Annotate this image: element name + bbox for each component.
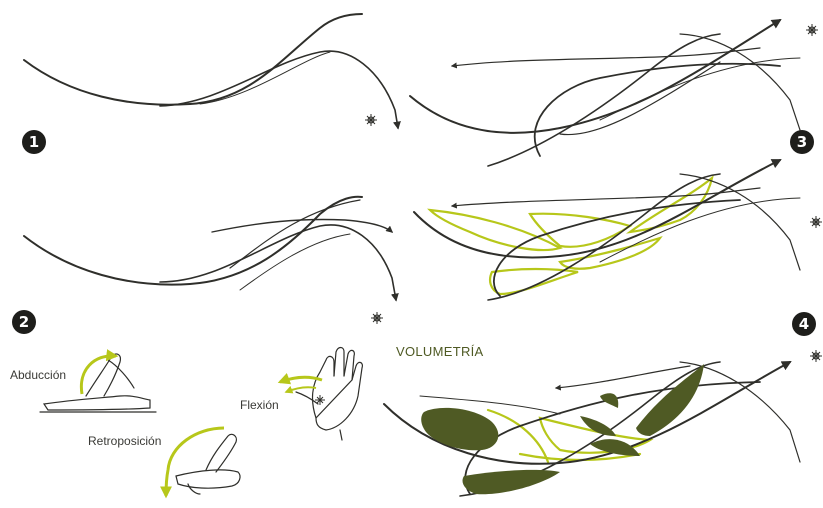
stroke-line [410,20,780,133]
compass-rose-icon [810,216,822,228]
hand-flexion-sketch [296,348,362,441]
flexion-label: Flexión [240,398,279,412]
stroke-line [535,64,780,156]
panel-1-strokes [24,14,398,128]
stroke-line [600,58,800,120]
volume-solid [580,416,616,436]
step-2-badge: 2 [12,310,36,334]
volume-solid [421,408,498,450]
retroposition-label: Retroposición [88,434,161,448]
compass-rose-icon [806,24,818,36]
hand-retroposition-sketch [176,434,240,494]
panel-3-strokes [410,20,800,166]
stroke-line [200,52,330,104]
stroke-line [680,34,800,130]
stroke-line [24,197,362,285]
volume-outline [490,269,578,294]
panel-2-strokes [24,197,396,300]
stroke-line [212,220,392,233]
step-1-badge: 1 [22,130,46,154]
step-3-badge: 3 [790,130,814,154]
arrow-icon [166,428,224,496]
stroke-line [160,225,396,300]
stroke-line [488,174,720,300]
step-4-badge: 4 [792,312,816,336]
compass-rose-icon [371,312,383,324]
volume-outline [520,454,640,460]
hand-abduction-sketch [40,354,156,412]
volume-solid [463,470,561,494]
stroke-line [600,198,800,262]
volume-solid [636,364,704,436]
volumetria-solid-fills [421,364,704,494]
stroke-line [240,234,350,290]
panel-4-strokes [414,160,800,300]
volume-outline [430,210,560,250]
compass-rose-icon [365,114,377,126]
volume-outline [530,214,630,247]
section-title: VOLUMETRÍA [396,344,484,359]
compass-rose-icon [810,350,822,362]
stroke-line [488,34,720,166]
abduction-label: Abducción [10,368,66,382]
arrow-icon [286,387,316,392]
